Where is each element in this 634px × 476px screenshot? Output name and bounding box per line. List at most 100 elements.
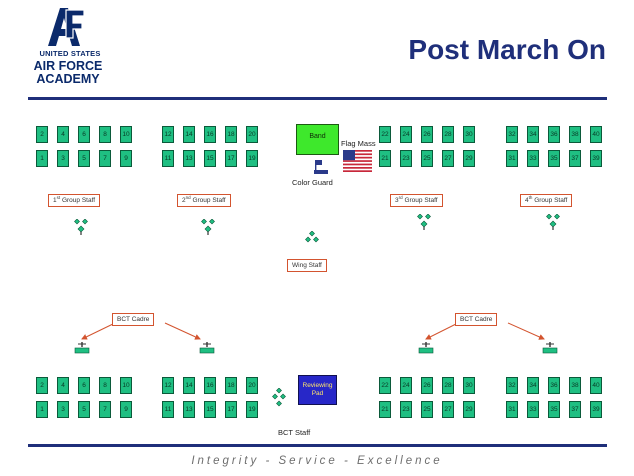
- wing-staff-label: Wing Staff: [287, 259, 327, 272]
- squadron-block: 24: [400, 126, 412, 143]
- squadron-block: 5: [78, 401, 90, 418]
- squadron-block: 11: [162, 401, 174, 418]
- squadron-block: 6: [78, 377, 90, 394]
- squadron-block: 20: [246, 377, 258, 394]
- squadron-block: 38: [569, 377, 581, 394]
- squadron-block: 4: [57, 126, 69, 143]
- squadron-block: 31: [506, 401, 518, 418]
- footer-divider: [28, 444, 607, 447]
- bct-cadre-label-left: BCT Cadre: [112, 313, 155, 326]
- staff-diamond-icon: [417, 214, 431, 230]
- squadron-block: 2: [36, 377, 48, 394]
- squadron-block: 33: [527, 401, 539, 418]
- squadron-block: 13: [183, 150, 195, 167]
- group-staff-label-4: 4th Group Staff: [520, 194, 573, 207]
- squadron-block: 30: [463, 126, 475, 143]
- squadron-block: 9: [120, 401, 132, 418]
- squadron-block: 3: [57, 401, 69, 418]
- squadron-block: 16: [204, 377, 216, 394]
- squadron-block: 38: [569, 126, 581, 143]
- bct-staff-label: BCT Staff: [278, 428, 311, 437]
- cadre-bar-icon: [199, 342, 215, 354]
- staff-diamond-icon: [305, 231, 319, 243]
- cadre-bar-icon: [418, 342, 434, 354]
- squadron-block: 4: [57, 377, 69, 394]
- squadron-block: 35: [548, 150, 560, 167]
- squadron-block: 33: [527, 150, 539, 167]
- squadron-block: 26: [421, 126, 433, 143]
- af-logo-icon: [48, 8, 85, 46]
- reviewing-stand-block: Reviewing Pad: [298, 375, 337, 405]
- squadron-block: 5: [78, 150, 90, 167]
- squadron-block: 37: [569, 401, 581, 418]
- squadron-block: 21: [379, 401, 391, 418]
- squadron-block: 1: [36, 150, 48, 167]
- squadron-block: 18: [225, 377, 237, 394]
- squadron-block: 11: [162, 150, 174, 167]
- squadron-block: 3: [57, 150, 69, 167]
- squadron-block: 27: [442, 150, 454, 167]
- squadron-block: 40: [590, 377, 602, 394]
- squadron-block: 17: [225, 401, 237, 418]
- group-staff-label-1: 1st Group Staff: [48, 194, 101, 207]
- squadron-block: 15: [204, 150, 216, 167]
- color-guard-label: Color Guard: [292, 178, 333, 187]
- cadre-bar-icon: [542, 342, 558, 354]
- squadron-block: 23: [400, 150, 412, 167]
- squadron-block: 15: [204, 401, 216, 418]
- squadron-block: 24: [400, 377, 412, 394]
- footer-motto: Integrity - Service - Excellence: [191, 455, 443, 467]
- staff-diamond-icon: [201, 219, 215, 235]
- squadron-block: 8: [99, 126, 111, 143]
- squadron-block: 40: [590, 126, 602, 143]
- logo-text-line2: AIR FORCE: [33, 59, 103, 73]
- squadron-block: 20: [246, 126, 258, 143]
- us-flag-icon: [343, 150, 372, 172]
- squadron-block: 6: [78, 126, 90, 143]
- squadron-block: 22: [379, 126, 391, 143]
- squadron-block: 18: [225, 126, 237, 143]
- band-block: Band: [296, 124, 339, 155]
- logo-text-line3: ACADEMY: [36, 72, 100, 86]
- squadron-block: 28: [442, 377, 454, 394]
- cadre-bar-icon: [74, 342, 90, 354]
- squadron-block: 31: [506, 150, 518, 167]
- color-guard-icon: [314, 160, 328, 174]
- squadron-block: 29: [463, 401, 475, 418]
- squadron-block: 12: [162, 126, 174, 143]
- squadron-block: 21: [379, 150, 391, 167]
- staff-diamond-icon: [546, 214, 560, 230]
- squadron-block: 10: [120, 126, 132, 143]
- squadron-block: 12: [162, 377, 174, 394]
- squadron-block: 37: [569, 150, 581, 167]
- squadron-block: 32: [506, 377, 518, 394]
- squadron-block: 22: [379, 377, 391, 394]
- squadron-block: 2: [36, 126, 48, 143]
- squadron-block: 25: [421, 150, 433, 167]
- squadron-block: 39: [590, 401, 602, 418]
- staff-diamond-icon: [74, 219, 88, 235]
- squadron-block: 9: [120, 150, 132, 167]
- squadron-block: 34: [527, 126, 539, 143]
- logo-text-line1: UNITED STATES: [39, 49, 101, 58]
- squadron-block: 23: [400, 401, 412, 418]
- group-staff-label-3: 3rd Group Staff: [390, 194, 443, 207]
- squadron-block: 19: [246, 150, 258, 167]
- squadron-block: 1: [36, 401, 48, 418]
- squadron-block: 35: [548, 401, 560, 418]
- squadron-block: 28: [442, 126, 454, 143]
- squadron-block: 29: [463, 150, 475, 167]
- squadron-block: 36: [548, 126, 560, 143]
- squadron-block: 7: [99, 150, 111, 167]
- squadron-block: 39: [590, 150, 602, 167]
- header-divider: [28, 97, 607, 100]
- squadron-block: 8: [99, 377, 111, 394]
- squadron-block: 16: [204, 126, 216, 143]
- squadron-block: 27: [442, 401, 454, 418]
- squadron-block: 17: [225, 150, 237, 167]
- page-title: Post March On: [408, 34, 606, 65]
- squadron-block: 32: [506, 126, 518, 143]
- squadron-block: 25: [421, 401, 433, 418]
- squadron-block: 13: [183, 401, 195, 418]
- squadron-block: 26: [421, 377, 433, 394]
